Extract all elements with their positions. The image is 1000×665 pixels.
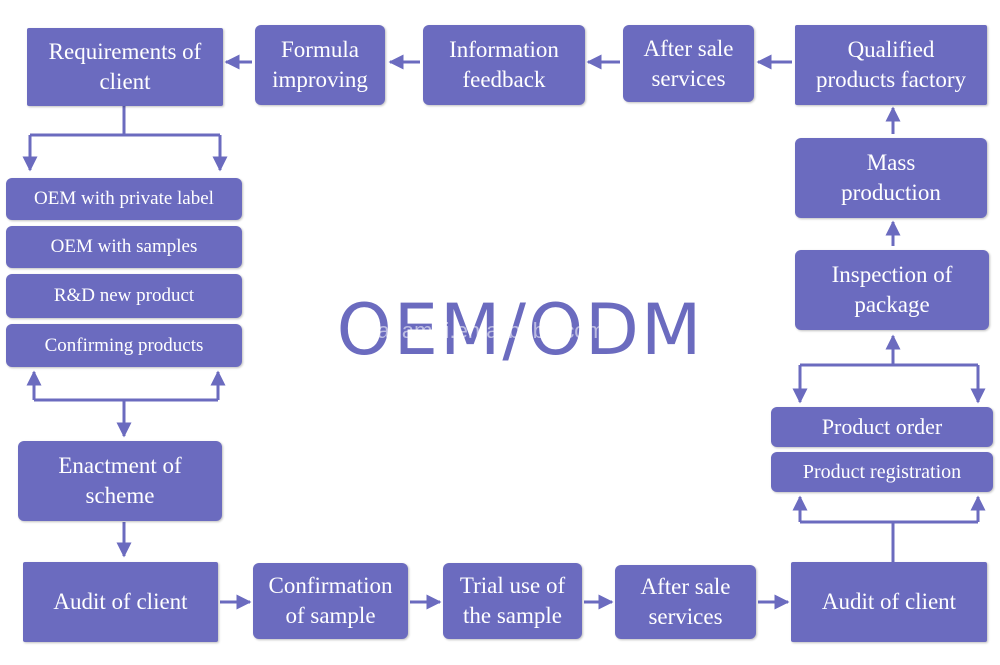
product-registration-label: Product registration: [802, 461, 962, 483]
watermark-text: panamei.en.alibaba.com: [365, 318, 605, 343]
audit-of-client-right-box: Audit of client: [791, 562, 987, 642]
trial-use-box: Trial use of the sample: [443, 563, 582, 639]
product-registration-box: Product registration: [771, 452, 993, 492]
product-order-label: Product order: [821, 414, 943, 439]
oem-samples-box: OEM with samples: [6, 226, 242, 268]
oem-samples-label: OEM with samples: [50, 236, 198, 257]
enactment-of-scheme-label: Enactment of scheme: [58, 453, 182, 508]
requirements-of-client-label: Requirements of client: [48, 39, 202, 94]
enactment-of-scheme-box: Enactment of scheme: [18, 441, 222, 521]
product-order-box: Product order: [771, 407, 993, 447]
audit-of-client-left-label: Audit of client: [53, 589, 188, 614]
audit-of-client-left-box: Audit of client: [23, 562, 218, 642]
oem-private-label-box: OEM with private label: [6, 178, 242, 220]
oem-odm-title: OEM/ODM: [336, 289, 704, 371]
confirmation-of-sample-label: Confirmation of sample: [268, 573, 393, 628]
information-feedback-label: Information feedback: [449, 37, 559, 92]
confirming-products-box: Confirming products: [6, 324, 242, 367]
trial-use-label: Trial use of the sample: [459, 573, 566, 628]
formula-improving-box: Formula improving: [255, 25, 385, 105]
inspection-of-package-label: Inspection of package: [831, 262, 953, 317]
formula-improving-label: Formula improving: [272, 37, 368, 92]
mass-production-label: Mass production: [841, 150, 941, 205]
confirmation-of-sample-box: Confirmation of sample: [253, 563, 408, 639]
rd-new-product-box: R&D new product: [6, 274, 242, 318]
requirements-of-client-box: Requirements of client: [27, 28, 223, 106]
oem-private-label-label: OEM with private label: [34, 188, 214, 209]
after-sale-services-bottom-label: After sale services: [640, 574, 731, 629]
after-sale-services-top-box: After sale services: [623, 25, 754, 102]
qualified-products-factory-label: Qualified products factory: [815, 37, 967, 92]
after-sale-services-top-label: After sale services: [643, 35, 734, 91]
mass-production-box: Mass production: [795, 138, 987, 218]
confirming-products-label: Confirming products: [44, 334, 204, 356]
audit-of-client-right-label: Audit of client: [821, 589, 957, 614]
inspection-of-package-box: Inspection of package: [795, 250, 989, 330]
rd-new-product-label: R&D new product: [53, 285, 195, 306]
information-feedback-box: Information feedback: [423, 25, 585, 105]
after-sale-services-bottom-box: After sale services: [615, 565, 756, 639]
qualified-products-factory-box: Qualified products factory: [795, 25, 987, 105]
